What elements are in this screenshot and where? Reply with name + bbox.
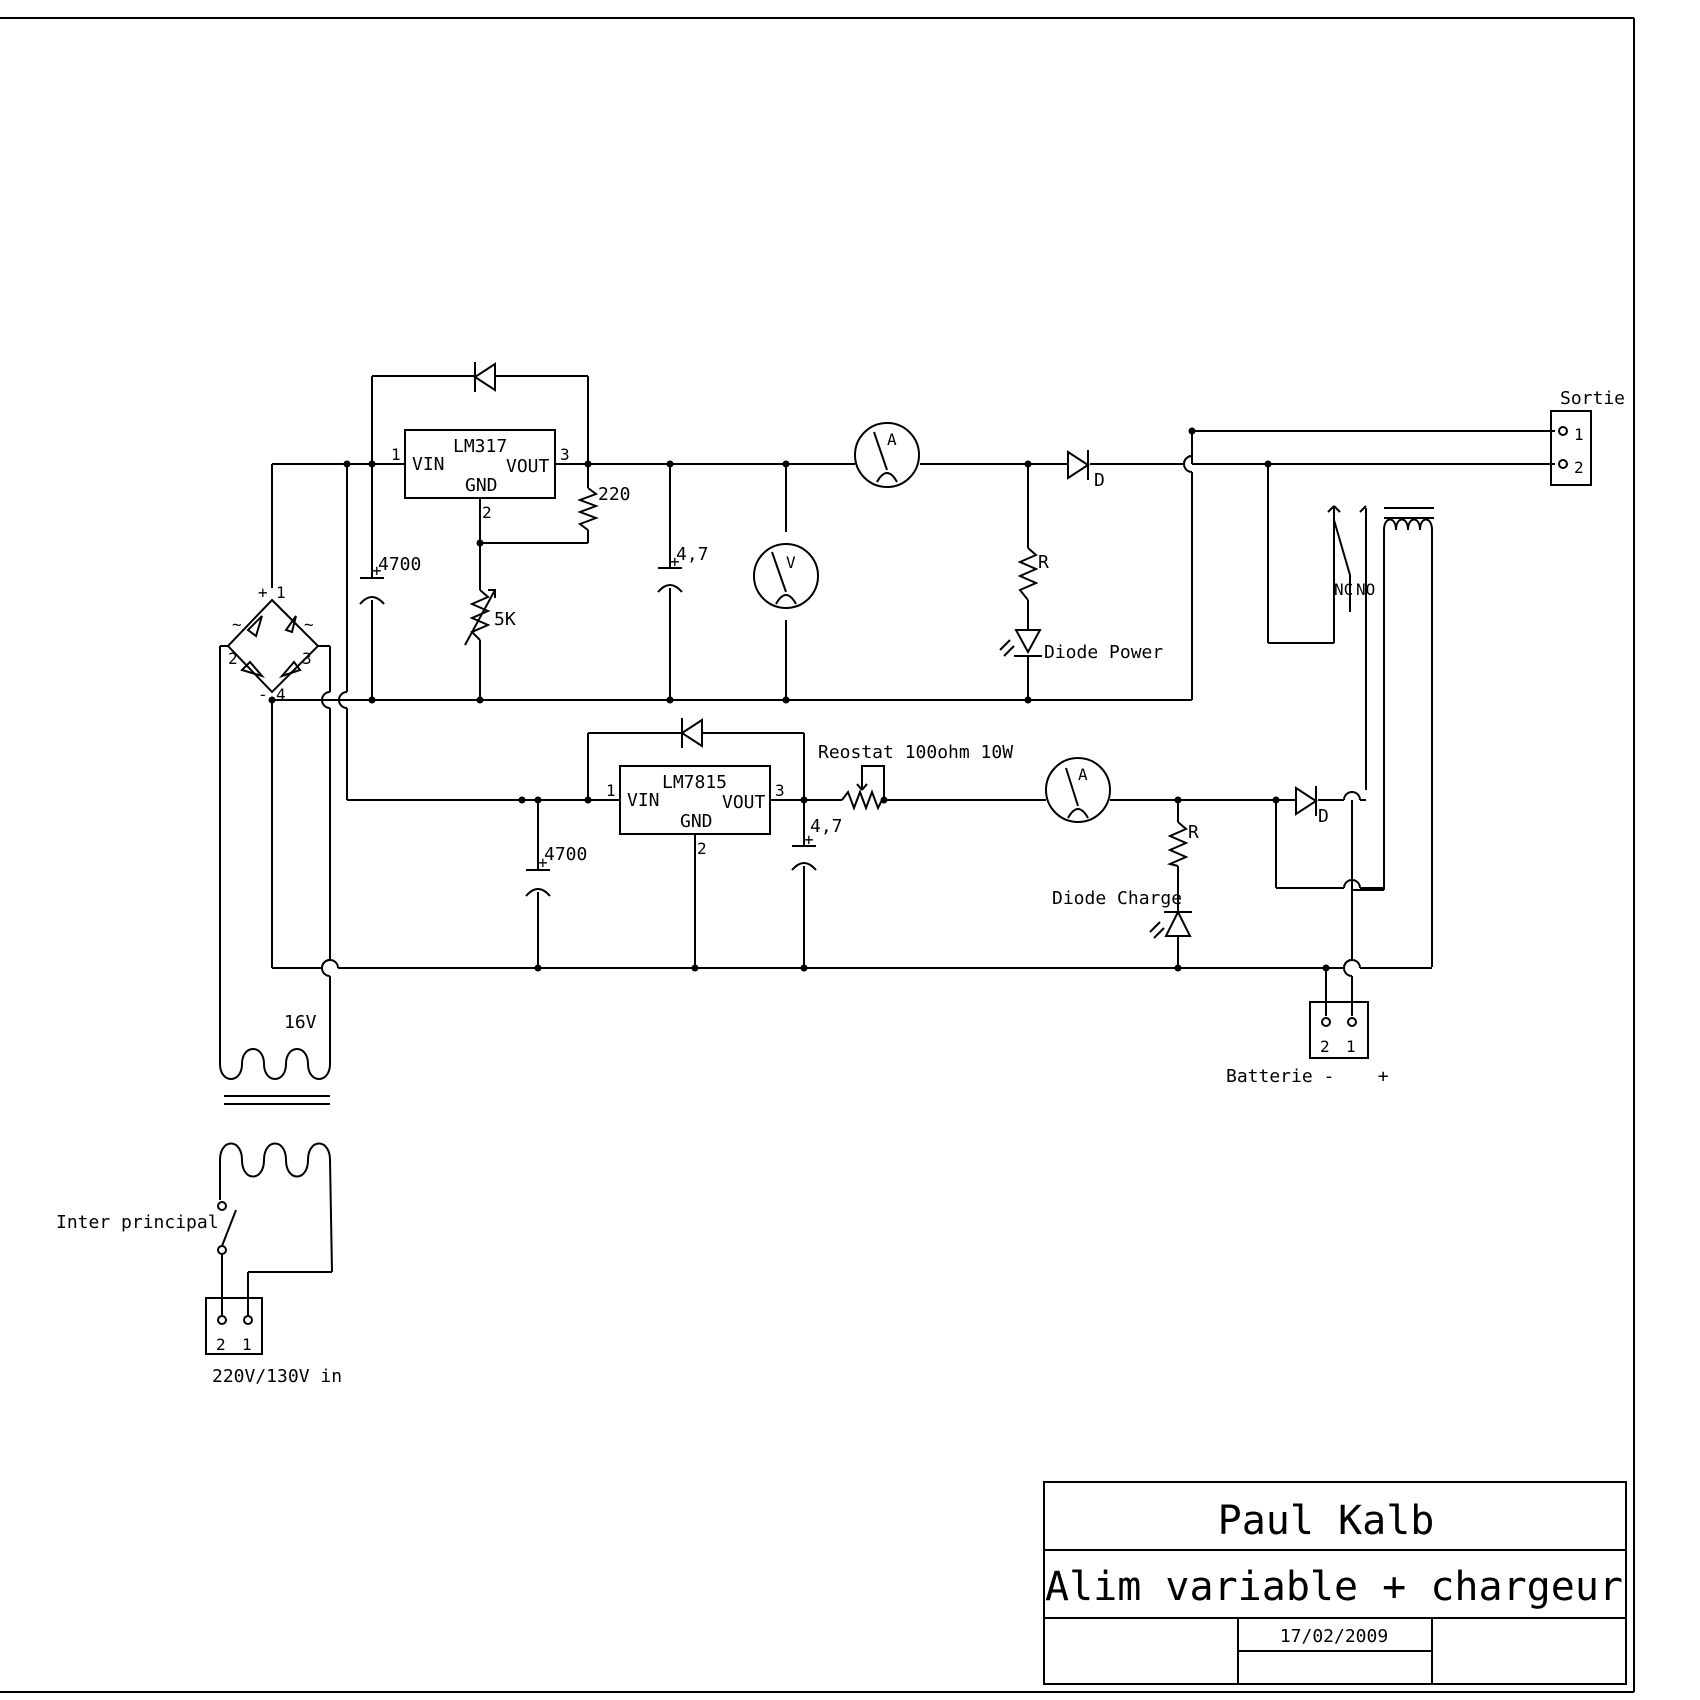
resistor-r-upper: R — [1017, 547, 1049, 601]
cap-4700-upper: + 4700 — [359, 554, 421, 605]
diode-d-upper: D — [1067, 450, 1105, 491]
ammeter-upper: A — [854, 422, 920, 488]
resistor-r-upper-label: R — [1038, 552, 1049, 573]
cap-4700-lower: + 4700 — [525, 844, 587, 897]
output-connector: Sortie 1 2 — [1550, 388, 1625, 486]
relay: NC NO — [1327, 505, 1434, 967]
lm7815-pin3: 3 — [775, 781, 785, 800]
junction-dots — [268, 427, 1330, 972]
led-power-label: Diode Power — [1044, 642, 1163, 663]
transformer: 16V — [219, 1012, 333, 1316]
relay-no-label: NO — [1356, 580, 1375, 599]
title-block: Paul Kalb Alim variable + chargeur 17/02… — [1043, 1481, 1627, 1685]
output-pin1: 1 — [1574, 425, 1584, 444]
output-pin2: 2 — [1574, 458, 1584, 477]
bridge-pin3: 3 — [302, 649, 312, 668]
lm317-gnd-label: GND — [465, 475, 498, 496]
lm317-pin2: 2 — [482, 503, 492, 522]
relay-nc-label: NC — [1334, 580, 1353, 599]
svg-text:+: + — [804, 830, 814, 849]
lm7815-gnd-label: GND — [680, 811, 713, 832]
resistor-r-lower-label: R — [1188, 822, 1199, 843]
svg-text:+: + — [372, 561, 382, 580]
cap-47-lower-label: 4,7 — [810, 816, 843, 837]
mains-connector-title: 220V/130V in — [212, 1366, 342, 1387]
battery-pin2: 2 — [1320, 1037, 1330, 1056]
battery-pin1: 1 — [1346, 1037, 1356, 1056]
bridge-pin1: 1 — [276, 583, 286, 602]
lm7815-vin-label: VIN — [627, 790, 660, 811]
voltmeter: V — [753, 543, 819, 609]
diode-d-upper-label: D — [1094, 470, 1105, 491]
bridge-plus: + — [258, 583, 268, 602]
diode-d-lower: D — [1295, 786, 1329, 827]
lower-wires — [271, 464, 1432, 1016]
battery-connector-title: Batterie - + — [1226, 1066, 1389, 1087]
rheostat-label: Reostat 100ohm 10W — [818, 742, 1013, 763]
mains-connector: 2 1 220V/130V in — [205, 1297, 342, 1387]
mains-pin2: 2 — [216, 1335, 226, 1354]
bridge-rectifier: + 1 ~ ~ 2 3 - 4 — [219, 583, 331, 1064]
main-switch-label: Inter principal — [56, 1212, 219, 1233]
led-charge: Diode Charge — [1052, 888, 1192, 939]
cap-47-upper: + 4,7 — [657, 544, 709, 593]
lm7815-pin1: 1 — [606, 781, 616, 800]
pot-5k-label: 5K — [494, 609, 516, 630]
output-connector-title: Sortie — [1560, 388, 1625, 409]
cap-4700-lower-label: 4700 — [544, 844, 587, 865]
resistor-r-lower: R — [1166, 821, 1199, 867]
lm317-vout-label: VOUT — [506, 456, 550, 477]
cap-47-lower: + 4,7 — [791, 816, 843, 871]
diode-d-lower-label: D — [1318, 806, 1329, 827]
lm317-vin-label: VIN — [412, 454, 445, 475]
bridge-pin2: 2 — [228, 649, 238, 668]
ammeter-lower-label: A — [1078, 765, 1088, 784]
title-block-date: 17/02/2009 — [1280, 1626, 1388, 1647]
ammeter-upper-label: A — [887, 430, 897, 449]
bridge-ac1: ~ — [232, 615, 242, 634]
led-power: Diode Power — [999, 629, 1163, 663]
lm7815-pin2: 2 — [697, 839, 707, 858]
voltmeter-label: V — [786, 553, 796, 572]
main-switch[interactable]: Inter principal — [56, 1201, 237, 1316]
upper-protection-diode — [473, 362, 496, 392]
title-block-title: Alim variable + chargeur — [1045, 1564, 1623, 1610]
lm7815-vout-label: VOUT — [722, 792, 766, 813]
lm317-pin3: 3 — [560, 445, 570, 464]
title-block-author: Paul Kalb — [1218, 1498, 1435, 1544]
bridge-minus: - — [258, 685, 268, 704]
lm317-pin1: 1 — [391, 445, 401, 464]
bridge-pin4: 4 — [276, 685, 286, 704]
sheet-border — [0, 17, 1635, 1693]
lm317-name: LM317 — [453, 436, 507, 457]
resistor-220-label: 220 — [598, 484, 631, 505]
bridge-ac2: ~ — [304, 615, 314, 634]
upper-wires — [271, 375, 1555, 701]
cap-4700-upper-label: 4700 — [378, 554, 421, 575]
lm7815-name: LM7815 — [662, 772, 727, 793]
mains-pin1: 1 — [242, 1335, 252, 1354]
cap-47-upper-label: 4,7 — [676, 544, 709, 565]
lm7815-regulator: VIN LM7815 VOUT GND 1 3 2 — [606, 765, 785, 858]
rheostat: Reostat 100ohm 10W — [818, 742, 1013, 811]
led-charge-label: Diode Charge — [1052, 888, 1182, 909]
transformer-secondary-label: 16V — [284, 1012, 317, 1033]
svg-text:+: + — [538, 853, 548, 872]
lm317-regulator: VIN LM317 VOUT GND 1 3 2 — [391, 429, 570, 522]
pot-5k: 5K — [464, 589, 516, 646]
lower-protection-diode — [680, 718, 703, 748]
battery-connector: 2 1 Batterie - + — [1226, 1001, 1389, 1087]
ammeter-lower: A — [1045, 757, 1111, 823]
resistor-220: 220 — [577, 484, 631, 531]
svg-text:+: + — [670, 552, 680, 571]
